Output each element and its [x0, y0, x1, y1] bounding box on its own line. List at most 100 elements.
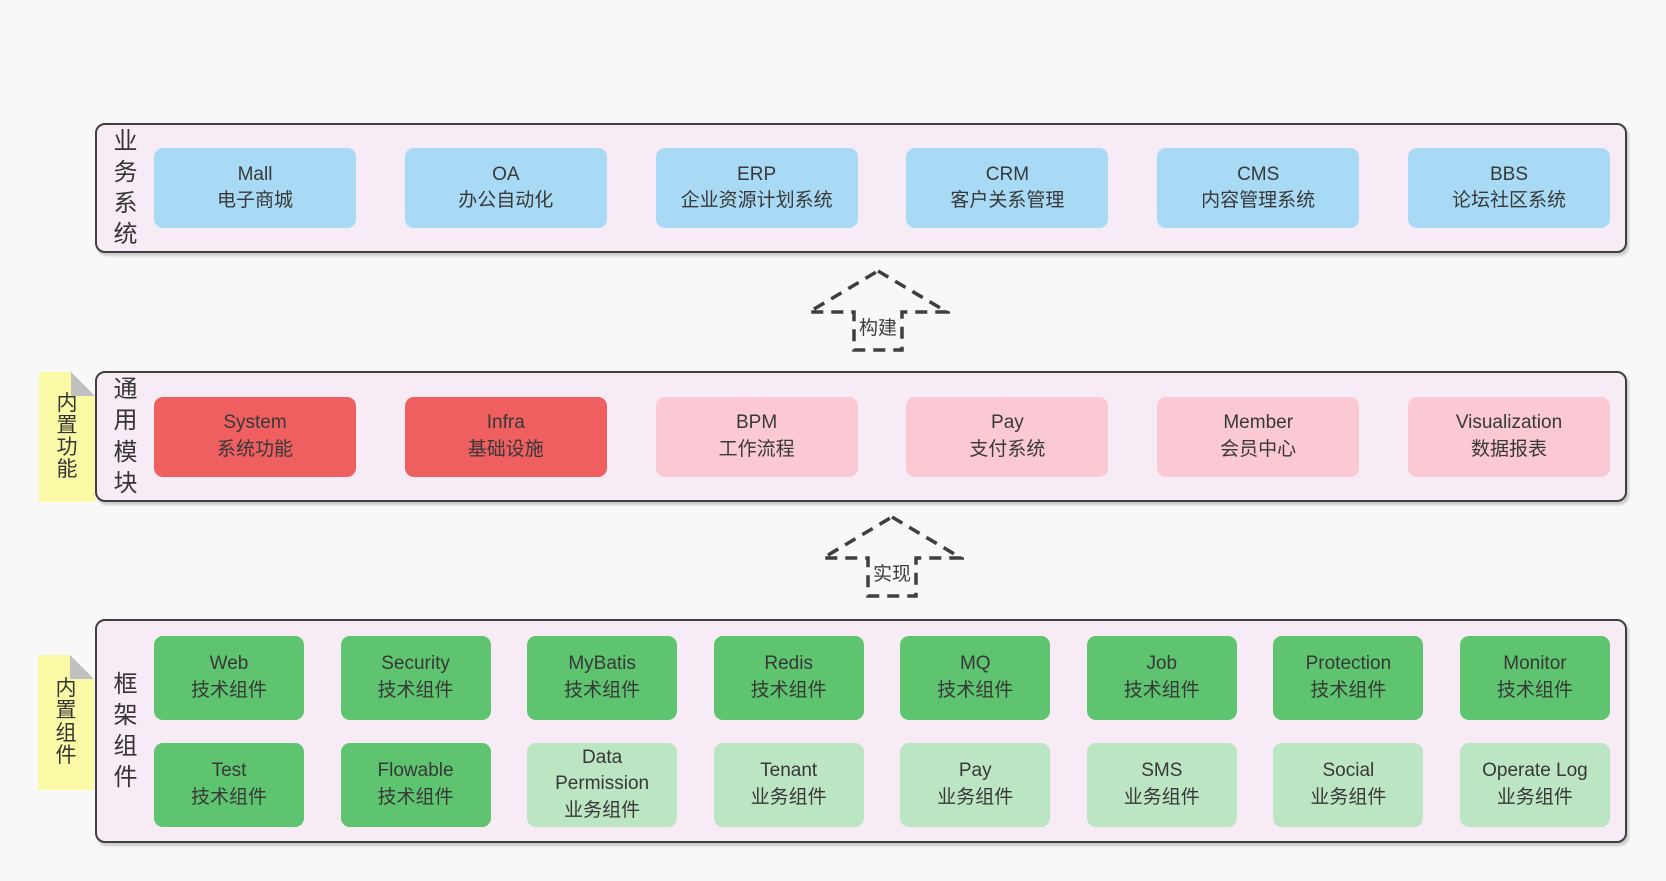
module-title: Monitor — [1503, 653, 1567, 675]
module-subtitle: 技术组件 — [190, 786, 267, 808]
module-subtitle: 业务组件 — [937, 786, 1014, 808]
section-rows: System 系统功能 Infra 基础设施 BPM 工作流程 Pay 支付系统… — [154, 373, 1610, 500]
module-box: Test 技术组件 — [154, 742, 304, 827]
section-vertical-label: 通用模块 — [97, 373, 154, 500]
module-box: Operate Log 业务组件 — [1459, 742, 1610, 827]
folded-corner-icon — [70, 655, 94, 679]
module-subtitle: 会员中心 — [1220, 438, 1297, 460]
section-rows: Web 技术组件 Security 技术组件 MyBatis 技术组件 Redi… — [154, 621, 1610, 841]
module-row: Test 技术组件 Flowable 技术组件 Data Permission … — [154, 742, 1610, 827]
module-title: MyBatis — [568, 653, 636, 675]
module-subtitle: 客户关系管理 — [950, 190, 1065, 211]
module-subtitle: 工作流程 — [718, 438, 795, 460]
module-title: Web — [209, 653, 249, 675]
module-box: Monitor 技术组件 — [1459, 635, 1610, 720]
module-title: CRM — [985, 163, 1030, 185]
module-box: BBS 论坛社区系统 — [1407, 148, 1610, 228]
module-box: Mall 电子商城 — [154, 148, 356, 228]
module-title: Pay — [991, 412, 1024, 434]
module-box: CRM 客户关系管理 — [906, 148, 1109, 228]
module-box: Social 业务组件 — [1273, 742, 1424, 827]
arrow-implement-label: 实现 — [869, 559, 915, 586]
module-box: Job 技术组件 — [1086, 635, 1237, 720]
sticky-note-built-in-components: 内置组件 — [38, 655, 94, 790]
sticky-note-text: 内置功能 — [56, 391, 78, 482]
module-title: Job — [1146, 653, 1178, 675]
module-subtitle: 系统功能 — [216, 438, 293, 460]
module-box: Tenant 业务组件 — [713, 742, 864, 827]
folded-corner-icon — [71, 372, 95, 396]
module-row: Web 技术组件 Security 技术组件 MyBatis 技术组件 Redi… — [154, 635, 1610, 720]
module-title: BPM — [736, 412, 778, 434]
module-box: MQ 技术组件 — [900, 635, 1051, 720]
section-label-text: 框架组件 — [113, 670, 138, 792]
sticky-note-built-in-features: 内置功能 — [39, 372, 95, 502]
section-label-text: 业务系统 — [113, 127, 138, 249]
module-subtitle: 企业资源计划系统 — [680, 190, 833, 211]
module-title: Flowable — [377, 760, 454, 782]
section-vertical-label: 业务系统 — [97, 125, 154, 251]
module-subtitle: 技术组件 — [937, 679, 1014, 701]
module-title: ERP — [737, 163, 777, 185]
module-box: Redis 技术组件 — [713, 635, 864, 720]
module-title: Tenant — [760, 760, 818, 782]
module-title: Mall — [237, 163, 273, 185]
module-title: Protection — [1305, 653, 1392, 675]
arrow-implement: 实现 — [820, 514, 964, 598]
module-box: Flowable 技术组件 — [340, 742, 491, 827]
module-title: MQ — [959, 653, 991, 675]
section-label-text: 通用模块 — [113, 376, 138, 497]
module-title: BBS — [1489, 163, 1528, 185]
module-subtitle: 数据报表 — [1470, 438, 1547, 460]
module-subtitle: 技术组件 — [750, 679, 827, 701]
module-title: Pay — [958, 760, 992, 782]
section-business-systems: 业务系统 Mall 电子商城 OA 办公自动化 ERP 企业资源计划系统 CRM — [95, 123, 1627, 253]
module-subtitle: 业务组件 — [1310, 786, 1387, 808]
section-vertical-label: 框架组件 — [97, 621, 154, 841]
module-subtitle: 业务组件 — [1123, 786, 1200, 808]
section-common-modules: 通用模块 System 系统功能 Infra 基础设施 BPM 工作流程 Pay — [95, 371, 1627, 502]
module-subtitle: 技术组件 — [1310, 679, 1387, 701]
module-title: OA — [492, 163, 520, 185]
module-title: CMS — [1237, 163, 1280, 185]
up-arrow-icon — [806, 268, 950, 352]
module-subtitle: 内容管理系统 — [1201, 190, 1316, 211]
module-subtitle: 技术组件 — [1496, 679, 1573, 701]
module-subtitle: 业务组件 — [1496, 786, 1573, 808]
module-title: Redis — [764, 653, 813, 675]
module-box: BPM 工作流程 — [655, 396, 858, 477]
module-title: Operate Log — [1482, 760, 1588, 782]
sticky-note-text: 内置组件 — [55, 677, 77, 767]
module-subtitle: 论坛社区系统 — [1451, 190, 1566, 211]
module-subtitle: 办公自动化 — [458, 190, 554, 211]
module-box: Member 会员中心 — [1157, 396, 1360, 477]
module-title: Visualization — [1455, 412, 1563, 434]
module-box: Data Permission 业务组件 — [527, 742, 678, 827]
module-title: Infra — [486, 412, 525, 434]
module-box: Security 技术组件 — [340, 635, 491, 720]
module-subtitle: 技术组件 — [190, 679, 267, 701]
module-title: Social — [1322, 760, 1375, 782]
module-title: Data Permission — [555, 747, 650, 795]
module-row: System 系统功能 Infra 基础设施 BPM 工作流程 Pay 支付系统… — [154, 396, 1610, 477]
module-box: Visualization 数据报表 — [1407, 396, 1610, 477]
module-box: System 系统功能 — [154, 396, 356, 477]
module-box: Web 技术组件 — [154, 635, 304, 720]
module-box: Infra 基础设施 — [404, 396, 607, 477]
up-arrow-icon — [820, 514, 964, 598]
module-box: ERP 企业资源计划系统 — [655, 148, 858, 228]
module-subtitle: 技术组件 — [377, 679, 454, 701]
module-box: Pay 业务组件 — [900, 742, 1051, 827]
section-framework-components: 框架组件 Web 技术组件 Security 技术组件 MyBatis 技术组件… — [95, 619, 1627, 843]
module-subtitle: 技术组件 — [564, 679, 641, 701]
module-subtitle: 技术组件 — [377, 786, 454, 808]
module-box: Protection 技术组件 — [1273, 635, 1424, 720]
module-subtitle: 支付系统 — [969, 438, 1046, 460]
module-subtitle: 基础设施 — [467, 438, 544, 460]
module-box: SMS 业务组件 — [1086, 742, 1237, 827]
module-box: Pay 支付系统 — [906, 396, 1109, 477]
module-box: MyBatis 技术组件 — [527, 635, 678, 720]
module-title: Member — [1223, 412, 1294, 434]
arrow-build: 构建 — [806, 268, 950, 352]
